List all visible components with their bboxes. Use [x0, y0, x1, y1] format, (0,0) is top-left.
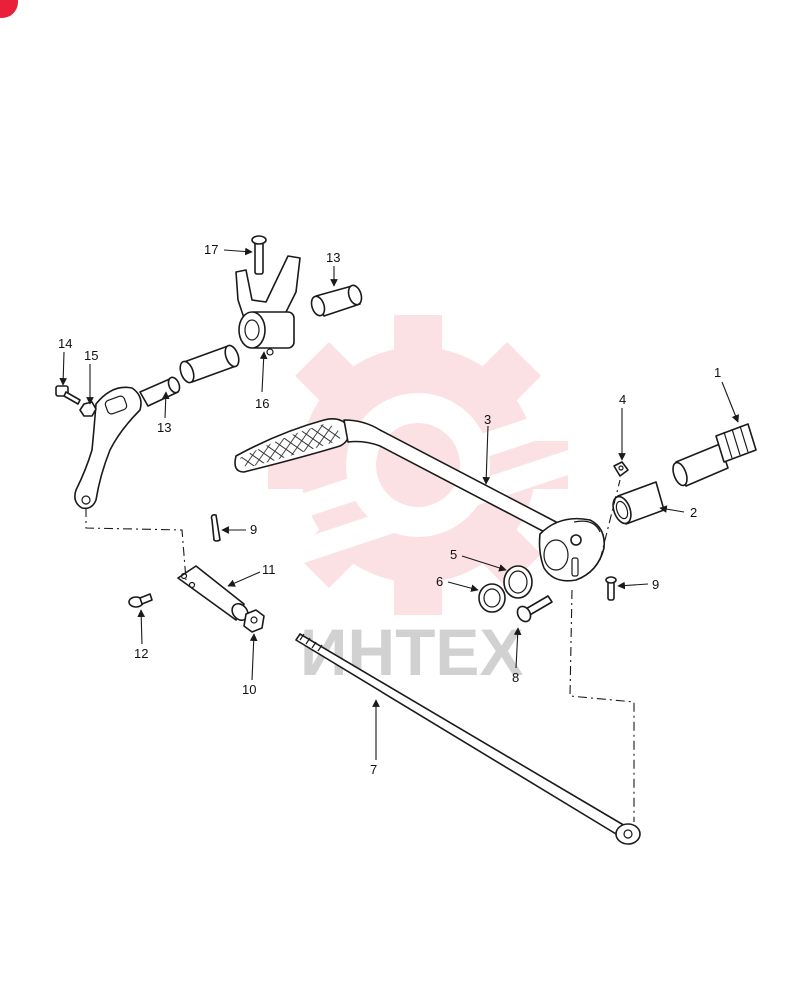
part-10-nut [243, 609, 265, 633]
part-9-cotter-pin-left [210, 514, 221, 542]
part-16-shift-fork [235, 255, 301, 356]
watermark-text: ИНТЕХ [300, 615, 523, 689]
callout-16: 16 [255, 396, 269, 411]
callout-17: 17 [204, 242, 218, 257]
callout-1: 1 [714, 365, 721, 380]
watermark-logo [268, 315, 568, 615]
callout-14: 14 [58, 336, 72, 351]
callout-11: 11 [262, 562, 276, 577]
callout-13-upper: 13 [326, 250, 340, 265]
part-1-pivot-shaft [672, 423, 757, 487]
part-12-clevis-pin [128, 593, 153, 608]
part-4-grease-fitting [613, 461, 629, 477]
callout-labels: 17 13 16 14 15 13 3 4 1 2 9 9 5 6 8 11 1… [58, 242, 721, 777]
callout-2: 2 [690, 505, 697, 520]
callout-4: 4 [619, 392, 626, 407]
callout-10: 10 [242, 682, 256, 697]
part-13-rod-upper [310, 284, 363, 317]
callout-8: 8 [512, 670, 519, 685]
part-7-rod [295, 633, 641, 845]
callout-12: 12 [134, 646, 148, 661]
part-3-pedal [234, 418, 606, 582]
part-11-clevis [177, 565, 249, 622]
part-2-bushing [612, 481, 665, 525]
corner-badge [0, 0, 18, 18]
dash-center-lines [85, 479, 635, 822]
callout-7: 7 [370, 762, 377, 777]
part-8-bolt [516, 595, 553, 623]
leader-lines [59, 247, 740, 760]
part-14-screw [55, 385, 81, 405]
callout-6: 6 [436, 574, 443, 589]
part-9-cotter-pin-right [605, 576, 617, 601]
part-6-ring [478, 583, 506, 613]
callout-13-lower: 13 [157, 420, 171, 435]
callout-3: 3 [484, 412, 491, 427]
callout-9-left: 9 [250, 522, 257, 537]
part-15-nut [79, 401, 97, 417]
part-shift-lever-arm [74, 376, 181, 510]
part-17-pin [251, 235, 267, 275]
callout-5: 5 [450, 547, 457, 562]
callout-15: 15 [84, 348, 98, 363]
part-5-seal [503, 565, 533, 599]
callout-9-right: 9 [652, 577, 659, 592]
part-13-rod-middle [179, 344, 240, 384]
